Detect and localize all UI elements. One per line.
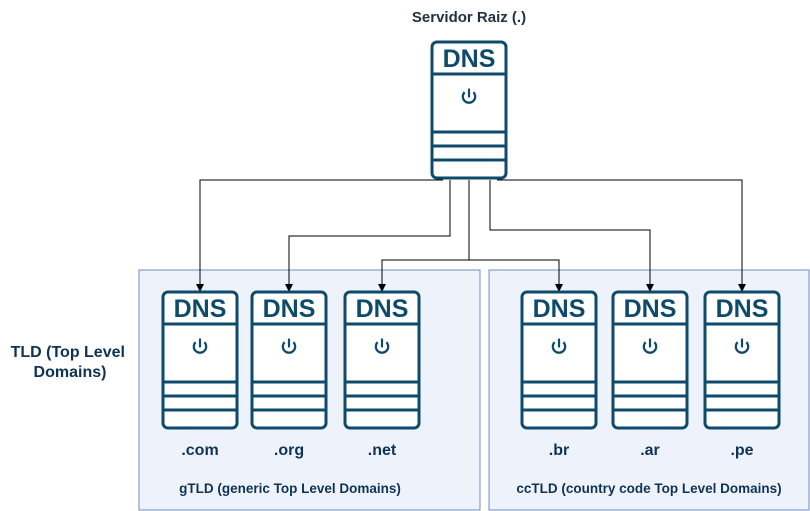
domain-label-net: .net bbox=[368, 442, 397, 459]
dns-server-icon: DNS bbox=[520, 290, 598, 430]
arrowhead-pe bbox=[738, 284, 746, 292]
power-icon bbox=[551, 338, 567, 354]
tld-side-label-line2: Domains) bbox=[34, 364, 107, 381]
cctld-group-label: ccTLD (country code Top Level Domains) bbox=[516, 481, 781, 496]
server-label: DNS bbox=[263, 295, 316, 323]
connectors bbox=[196, 179, 746, 292]
tld-side-label-line1: TLD (Top Level bbox=[11, 344, 125, 361]
dns-server-icon: DNS bbox=[611, 290, 689, 430]
power-icon bbox=[642, 338, 658, 354]
arrowhead-ar bbox=[646, 284, 654, 292]
arrowhead-br bbox=[555, 284, 563, 292]
server-label: DNS bbox=[533, 295, 586, 323]
domain-label-ar: .ar bbox=[640, 442, 660, 459]
power-icon bbox=[281, 338, 297, 354]
connector-org bbox=[288, 180, 451, 284]
power-icon bbox=[192, 338, 208, 354]
server-label: DNS bbox=[443, 45, 496, 73]
domain-label-pe: .pe bbox=[730, 442, 753, 459]
gtld-group-label: gTLD (generic Top Level Domains) bbox=[179, 481, 401, 496]
dns-server-icon: DNS bbox=[703, 290, 781, 430]
connector-br bbox=[469, 259, 560, 284]
dns-server-icon: DNS bbox=[343, 290, 421, 430]
dns-server-icon: DNS bbox=[161, 290, 239, 430]
connector-ar bbox=[489, 180, 651, 284]
arrowhead-net bbox=[378, 284, 386, 292]
connector-pe bbox=[497, 179, 743, 284]
arrowhead-org bbox=[285, 284, 293, 292]
connector-net bbox=[381, 180, 470, 284]
domain-label-com: .com bbox=[181, 442, 218, 459]
power-icon bbox=[374, 338, 390, 354]
server-label: DNS bbox=[356, 295, 409, 323]
connector-com bbox=[199, 179, 443, 284]
server-label: DNS bbox=[624, 295, 677, 323]
domain-label-org: .org bbox=[274, 442, 304, 459]
tld-side-label: TLD (Top Level Domains) bbox=[11, 344, 130, 381]
arrowhead-com bbox=[196, 284, 204, 292]
power-icon bbox=[734, 338, 750, 354]
server-label: DNS bbox=[174, 295, 227, 323]
server-label: DNS bbox=[716, 295, 769, 323]
dns-server-icon: DNS bbox=[250, 290, 328, 430]
root-server-title: Servidor Raiz (.) bbox=[412, 9, 526, 26]
power-icon bbox=[461, 88, 477, 104]
dns-server-icon: DNS bbox=[430, 40, 508, 180]
domain-label-br: .br bbox=[549, 442, 569, 459]
